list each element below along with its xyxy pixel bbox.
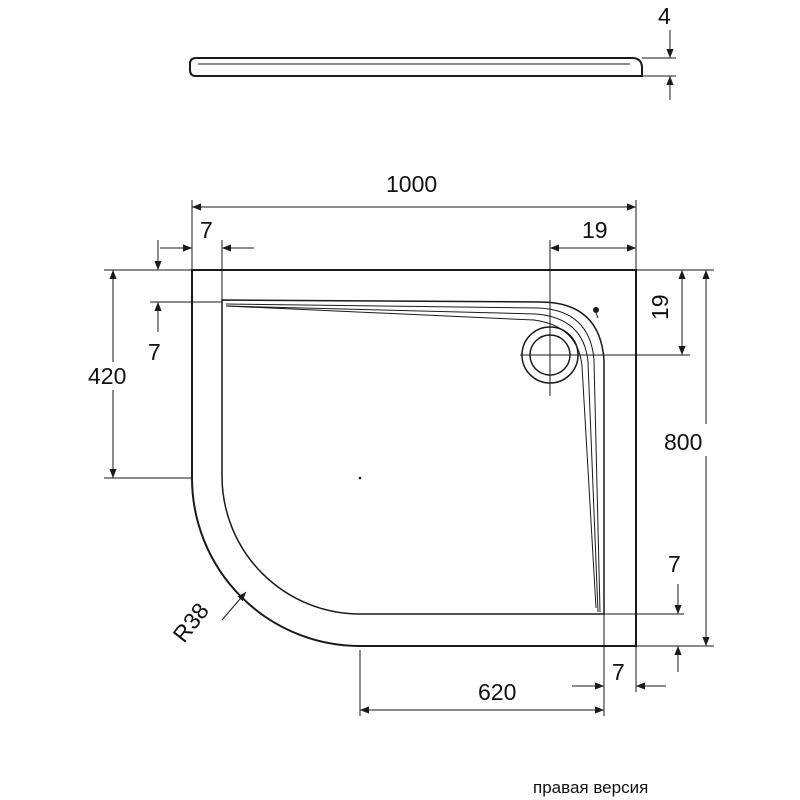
dimension-rim-top: 7	[148, 240, 222, 365]
dimension-rim-left: 7	[160, 217, 254, 300]
dimension-width: 1000	[191, 171, 637, 270]
dimension-drain-offset-y: 19	[520, 269, 690, 356]
dimension-rim-bottom: 7	[604, 551, 684, 672]
center-point	[358, 476, 362, 480]
tray-outer-outline	[191, 269, 637, 647]
tray-inner-rim	[221, 299, 605, 615]
tray-plan-view	[191, 269, 637, 647]
left-section-label: 420	[88, 363, 126, 389]
tap-hole-mark	[593, 307, 599, 313]
radius-leader	[221, 591, 247, 621]
width-label: 1000	[386, 171, 437, 197]
rim-left-label: 7	[200, 217, 213, 243]
dimension-front-section: 620	[359, 650, 605, 716]
basin-slope-line-2	[225, 305, 599, 613]
version-caption: правая версия	[533, 778, 648, 797]
basin-slope-line-3	[225, 305, 597, 609]
side-profile-view: 4	[189, 3, 676, 100]
rim-top-label: 7	[148, 339, 161, 365]
dimension-drain-offset-x: 19	[549, 217, 636, 396]
rim-bottom-label: 7	[668, 551, 681, 577]
drain-offset-x-label: 19	[582, 217, 608, 243]
depth-label: 800	[664, 429, 702, 455]
dimension-left-section: 420	[86, 269, 192, 479]
dimension-depth: 800	[636, 269, 718, 647]
front-section-label: 620	[478, 679, 516, 705]
thickness-label: 4	[658, 3, 671, 29]
dimension-corner-radius: R38	[167, 591, 247, 647]
basin-slope-line-1	[225, 303, 601, 613]
dimension-rim-right: 7	[572, 614, 666, 692]
corner-radius-label: R38	[167, 598, 213, 647]
drain-offset-y-label: 19	[647, 294, 673, 320]
rim-right-label: 7	[612, 659, 625, 685]
